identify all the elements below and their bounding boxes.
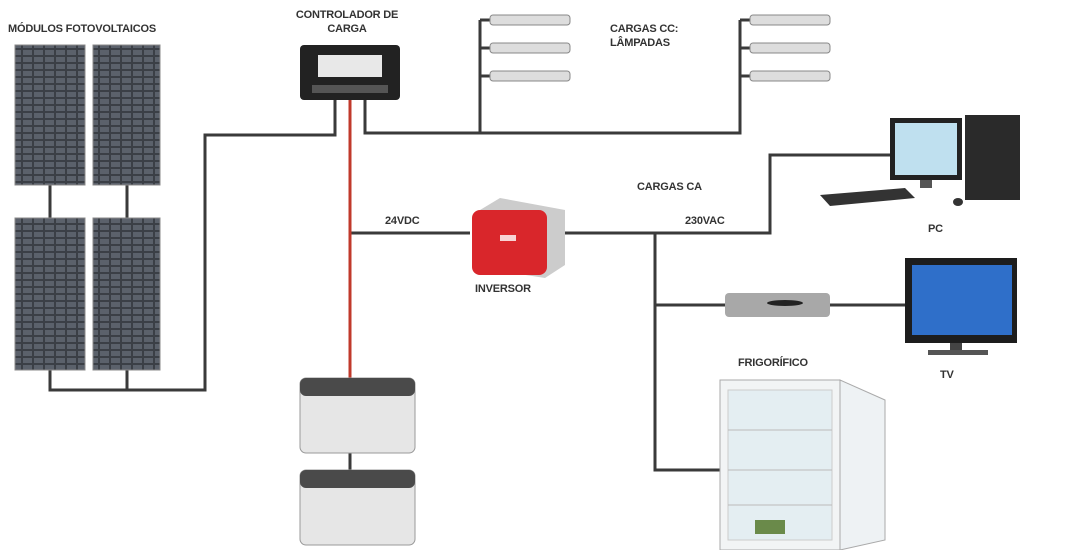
label-fridge: FRIGORÍFICO (738, 357, 808, 369)
label-tv: TV (940, 369, 954, 381)
charge-controller (300, 45, 400, 100)
label-dc-voltage: 24VDC (385, 215, 420, 227)
batteries (299, 377, 416, 546)
dc-lamps (489, 14, 831, 82)
tv (905, 258, 1017, 355)
inverter (472, 198, 565, 278)
label-ac-voltage: 230VAC (685, 215, 725, 227)
label-charge-controller-line2: CARGA (327, 23, 367, 35)
label-inverter: INVERSOR (475, 283, 531, 295)
label-dc-loads-line2: LÂMPADAS (610, 37, 670, 49)
label-dc-loads: CARGAS CC: LÂMPADAS (610, 22, 678, 50)
label-dc-loads-line1: CARGAS CC: (610, 23, 679, 35)
label-pv-modules: MÓDULOS FOTOVOLTAICOS (8, 23, 156, 35)
dvd-player (725, 293, 830, 317)
pc (820, 115, 1020, 206)
label-charge-controller-line1: CONTROLADOR DE (295, 9, 399, 21)
label-charge-controller: CONTROLADOR DE CARGA (272, 8, 422, 36)
pv-modules (14, 44, 161, 371)
label-pc: PC (928, 223, 943, 235)
label-ac-loads: CARGAS CA (637, 181, 702, 193)
fridge (719, 379, 886, 550)
wiring (48, 18, 905, 472)
